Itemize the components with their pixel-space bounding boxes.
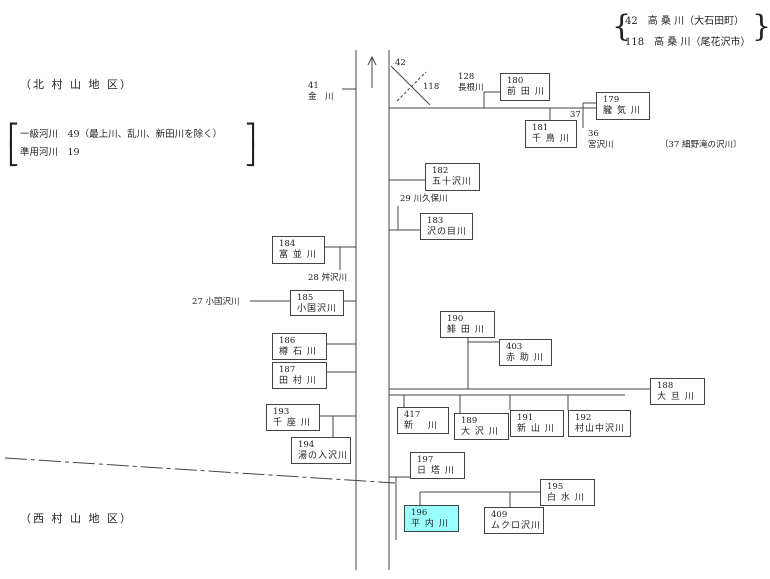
river-number: 187 [279, 365, 296, 375]
count-quasi: 準用河川 19 [20, 147, 80, 158]
river-number: 190 [447, 314, 464, 324]
river-number: 194 [298, 440, 315, 450]
river-number: 195 [547, 482, 564, 492]
legend-right-brace: } [752, 9, 770, 44]
river-number: 417 [404, 410, 421, 420]
river-name: 鯡 田 川 [447, 325, 485, 335]
river-name: 富 並 川 [279, 250, 317, 260]
label-37: 37 [570, 110, 581, 120]
river-name: 新 山 川 [517, 424, 555, 434]
label-27: 27 小国沢川 [192, 297, 240, 307]
label-36-name: 宮沢川 [588, 140, 614, 150]
count-class1: 一級河川 49（最上川、乱川、新田川を除く） [20, 129, 223, 140]
river-name: 湯の入沢川 [298, 451, 349, 461]
river-name: 千 座 川 [273, 418, 311, 428]
legend-left-brace: { [612, 9, 632, 44]
legend-row-42: 42 高 桑 川（大石田町） [625, 16, 745, 27]
river-number: 183 [427, 216, 444, 226]
river-name: 日 塔 川 [417, 466, 455, 476]
river-name: 平 内 川 [411, 519, 449, 529]
river-number: 188 [657, 381, 674, 391]
river-number: 186 [279, 336, 296, 346]
river-name: 朧 気 川 [603, 106, 641, 116]
river-name: 前 田 川 [507, 87, 545, 97]
river-name: 小国沢川 [297, 304, 338, 314]
river-number: 179 [603, 95, 620, 105]
river-number: 193 [273, 407, 290, 417]
river-number: 196 [411, 508, 428, 518]
river-number: 192 [575, 413, 592, 423]
river-number: 180 [507, 76, 524, 86]
counts-right-bracket: ⎤ [245, 124, 256, 149]
region-north: （北 村 山 地 区） [20, 78, 133, 91]
river-name: 千 鳥 川 [532, 134, 570, 144]
river-number: 409 [491, 510, 508, 520]
river-name: 五十沢川 [432, 177, 473, 187]
river-name: 田 村 川 [279, 376, 317, 386]
counts-left-bracket: ⎡ [8, 124, 19, 149]
label-37-note: 〔37 細野滝の沢川〕 [660, 140, 742, 150]
legend-row-118: 118 高 桑 川（尾花沢市） [625, 37, 751, 48]
label-41-num: 41 [308, 81, 319, 91]
river-number: 184 [279, 239, 296, 249]
river-number: 403 [506, 342, 523, 352]
label-42: 42 [395, 58, 406, 68]
label-28: 28 舛沢川 [308, 273, 348, 283]
river-name: 樽 石 川 [279, 347, 317, 357]
region-west: （西 村 山 地 区） [20, 512, 133, 525]
label-29: 29 川久保川 [400, 194, 448, 204]
river-number: 182 [432, 166, 449, 176]
river-name: 沢の目川 [427, 227, 468, 237]
river-number: 191 [517, 413, 534, 423]
river-number: 197 [417, 455, 434, 465]
river-name: ムクロ沢川 [491, 521, 542, 531]
label-128-num: 128 [458, 72, 475, 82]
river-number: 181 [532, 123, 549, 133]
river-name: 赤 助 川 [506, 353, 544, 363]
river-name: 白 水 川 [547, 493, 585, 503]
river-number: 185 [297, 293, 314, 303]
river-name: 新 川 [404, 421, 438, 431]
river-number: 189 [461, 416, 478, 426]
river-name: 村山中沢川 [575, 424, 626, 434]
label-36-num: 36 [588, 129, 599, 139]
counts-right-bracket-bottom: ⎦ [245, 142, 256, 167]
label-128-name: 長根川 [458, 83, 484, 93]
label-41-name: 金 川 [308, 92, 334, 102]
river-name: 大 沢 川 [461, 427, 499, 437]
label-118: 118 [423, 82, 440, 92]
counts-left-bracket-bottom: ⎣ [8, 142, 19, 167]
river-name: 大 旦 川 [657, 392, 695, 402]
